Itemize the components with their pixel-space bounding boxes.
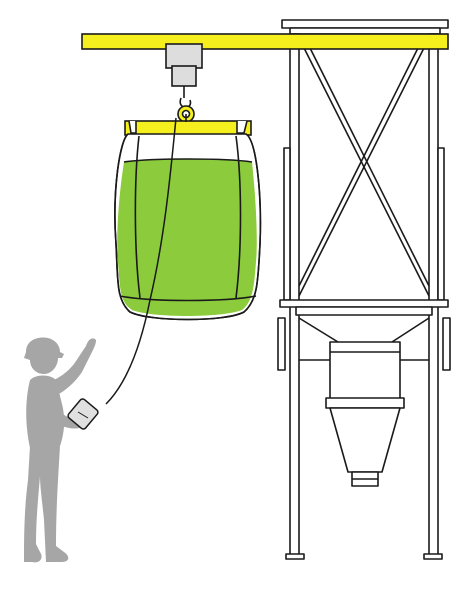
pendant-cable — [105, 117, 177, 405]
frame-right-post — [428, 33, 439, 557]
frame-left-post — [289, 33, 300, 557]
electric-hoist-icon — [165, 43, 203, 87]
operator-lower-arm — [48, 404, 80, 429]
lifting-frame-bar — [124, 120, 252, 136]
frame-right-foot — [423, 553, 443, 560]
hopper-cone — [329, 407, 401, 473]
frame-lower-right-rail — [442, 317, 451, 371]
overhead-crane-beam-icon — [81, 33, 449, 50]
frame-mid-platform — [279, 299, 449, 308]
operator-legs — [24, 446, 69, 563]
hopper-body — [329, 341, 401, 401]
frame-lower-left-rail — [277, 317, 286, 371]
frame-left-foot — [285, 553, 305, 560]
frame-top-cap — [281, 19, 449, 29]
operator-silhouette-icon — [24, 337, 96, 563]
frame-cross-brace — [298, 33, 430, 297]
discharge-hopper-icon — [325, 341, 405, 487]
frame-left-rail — [283, 147, 291, 301]
frame-right-rail — [437, 147, 445, 301]
hopper-support — [298, 317, 430, 361]
frame-mid-platform-lower — [295, 306, 433, 316]
hopper-flange — [325, 397, 405, 409]
operator-raised-arm — [44, 338, 96, 398]
operator-head — [24, 337, 64, 374]
hoist-body — [171, 65, 197, 87]
operator-torso — [26, 375, 65, 448]
bulk-bag-icon — [114, 133, 262, 321]
pendant-controller-icon — [67, 398, 99, 430]
hoist-trolley — [165, 43, 203, 69]
bag-lifting-frame — [124, 114, 252, 136]
bag-contents — [117, 159, 257, 316]
frame-top-plate — [289, 27, 441, 35]
